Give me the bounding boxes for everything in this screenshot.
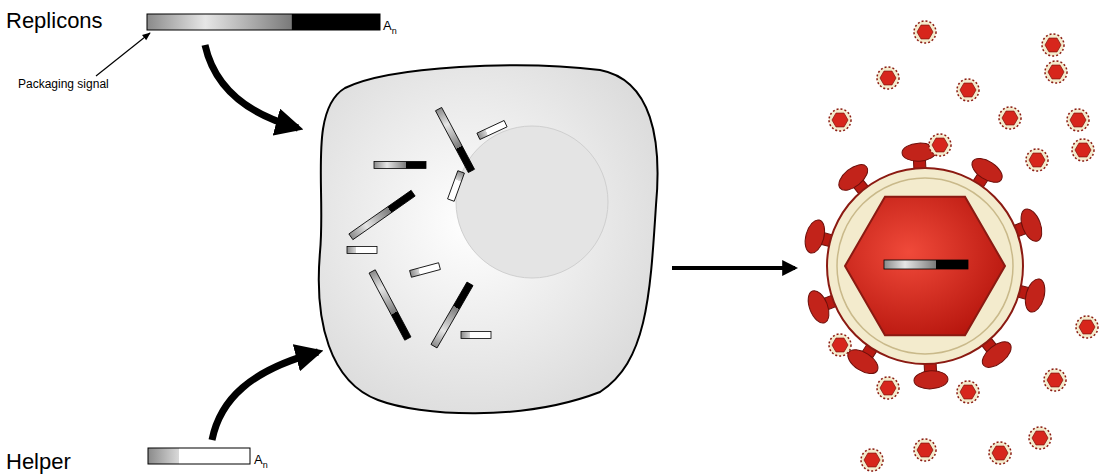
- poly-a-subscript: n: [392, 27, 397, 36]
- part-label: Packaging signal: [18, 78, 109, 90]
- virion: [1029, 427, 1051, 449]
- small-particles: [829, 21, 1098, 471]
- virion: [999, 107, 1021, 129]
- virion: [1076, 316, 1098, 338]
- poly-a-subscript: n: [263, 461, 268, 470]
- virion: [877, 67, 899, 89]
- leader-line: [96, 33, 150, 76]
- virion: [957, 79, 979, 101]
- virion: [1042, 34, 1064, 56]
- virion: [861, 449, 883, 471]
- rna-fragment: [435, 107, 474, 172]
- nucleus: [456, 126, 608, 278]
- rna-fragments: [347, 107, 507, 347]
- rna-fragment: [448, 171, 465, 202]
- rna-fragment: [349, 190, 415, 239]
- part-label: Helper: [6, 451, 71, 473]
- virion: [989, 442, 1011, 464]
- virion: [1026, 149, 1048, 171]
- virus-particle: [802, 142, 1048, 389]
- replicon-bar: [147, 14, 380, 30]
- virion: [1044, 369, 1066, 391]
- virion: [1072, 139, 1094, 161]
- poly-a-label: A: [254, 453, 263, 466]
- rna-fragment: [477, 120, 507, 139]
- arrow: [672, 266, 795, 270]
- virion: [914, 21, 936, 43]
- helper-bar: [148, 448, 250, 464]
- part-label: Replicons: [6, 10, 103, 32]
- virion: [957, 381, 979, 403]
- virion: [829, 334, 851, 356]
- curved-arrow: [212, 352, 318, 440]
- virion: [1067, 109, 1089, 131]
- cell: [319, 65, 658, 413]
- rna-fragment: [347, 247, 377, 254]
- virion: [877, 377, 899, 399]
- rna-fragment: [374, 162, 426, 169]
- virion: [929, 134, 951, 156]
- curved-arrow: [205, 45, 298, 128]
- rna-fragment: [369, 270, 411, 340]
- rna-fragment: [461, 332, 491, 339]
- virion: [829, 109, 851, 131]
- virion: [914, 439, 936, 461]
- rna-fragment: [410, 263, 441, 278]
- poly-a-label: A: [383, 19, 392, 32]
- virion: [1045, 61, 1067, 83]
